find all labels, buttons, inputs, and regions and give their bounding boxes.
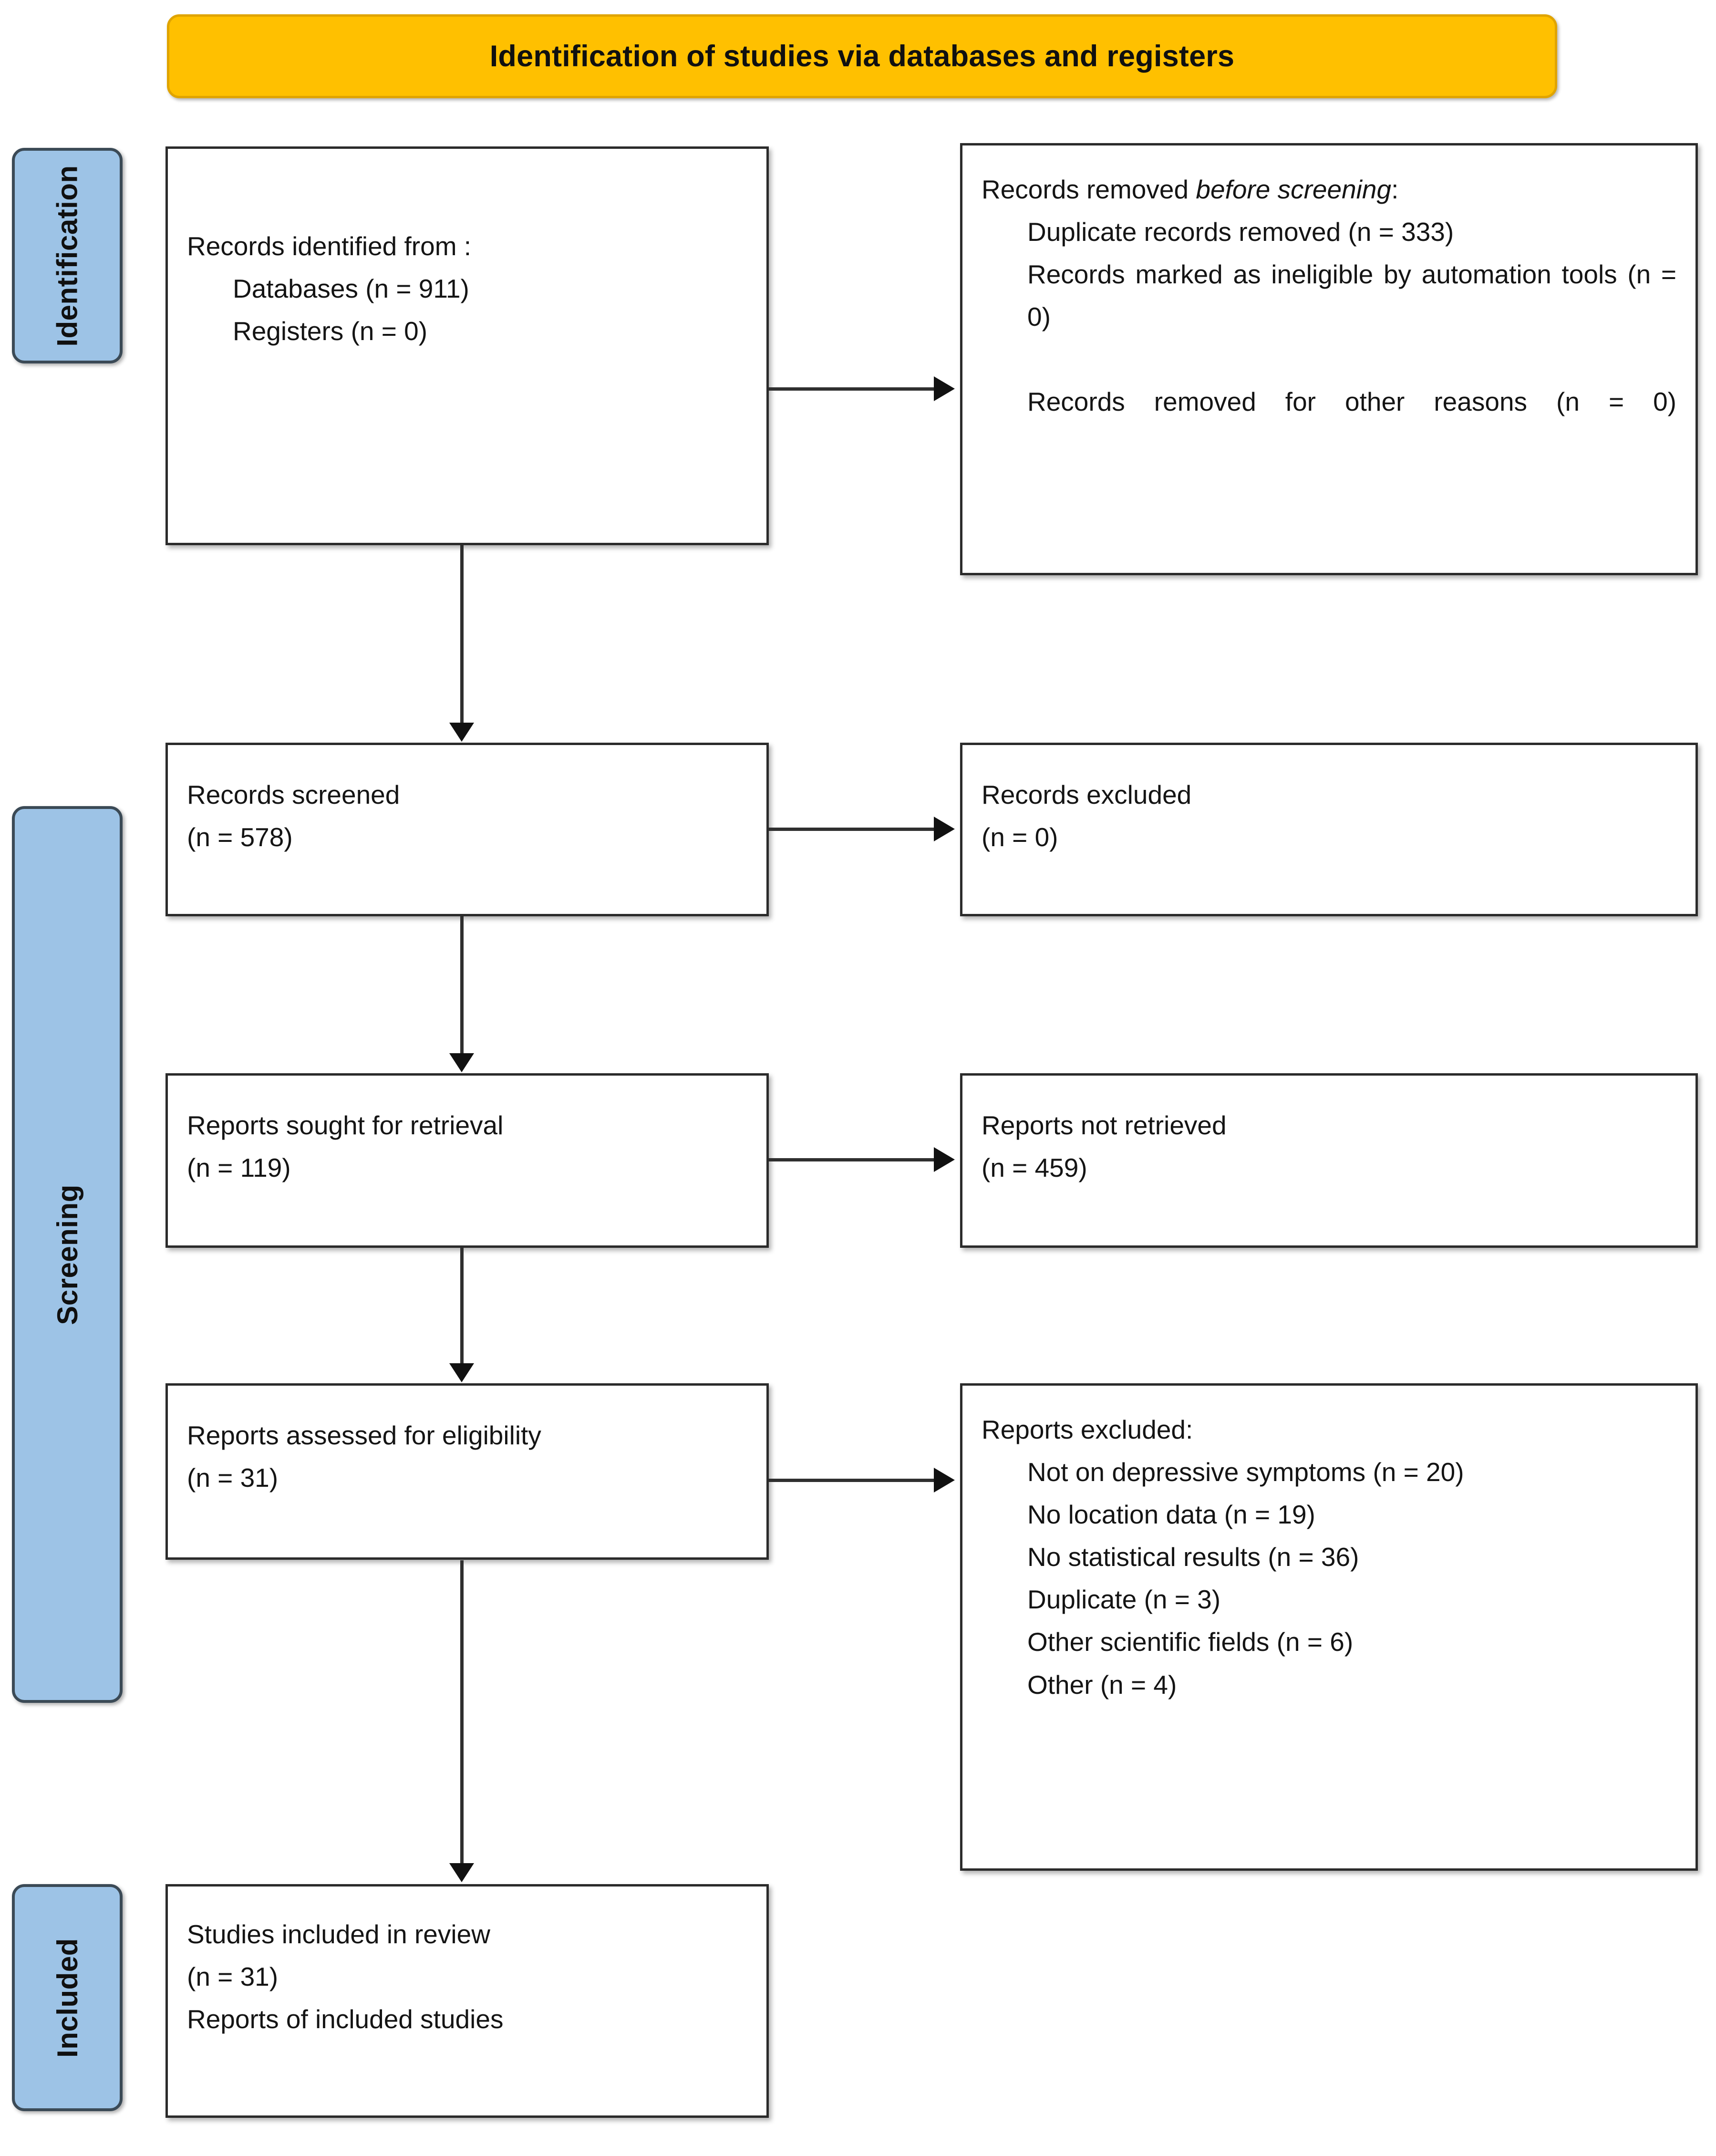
reports-assessed-count: (n = 31) <box>187 1463 279 1493</box>
stage-label-identification: Identification <box>12 148 123 363</box>
reports-sought-heading: Reports sought for retrieval <box>187 1110 504 1140</box>
arrowhead-sought-to-notretrieved <box>934 1147 955 1172</box>
stage-label-identification-text: Identification <box>51 165 83 347</box>
stage-label-included: Included <box>12 1884 123 2111</box>
diagram-header-banner: Identification of studies via databases … <box>167 14 1557 98</box>
arrowhead-screened-to-sought <box>449 1053 474 1072</box>
records-removed-heading-tail: : <box>1391 175 1399 204</box>
banner-title: Identification of studies via databases … <box>489 40 1235 73</box>
connector-identified-to-removed <box>769 387 935 391</box>
records-identified-databases: Databases (n = 911) <box>233 274 469 304</box>
arrowhead-assessed-to-reportsexcluded <box>934 1468 955 1493</box>
reports-excluded-heading: Reports excluded: <box>982 1415 1193 1444</box>
box-reports-assessed-for-eligibility: Reports assessed for eligibility (n = 31… <box>165 1383 769 1560</box>
reports-not-retrieved-count: (n = 459) <box>982 1153 1087 1183</box>
arrowhead-sought-to-assessed <box>449 1363 474 1382</box>
connector-sought-to-notretrieved <box>769 1158 935 1161</box>
records-screened-count: (n = 578) <box>187 822 293 852</box>
box-records-screened: Records screened (n = 578) <box>165 743 769 916</box>
reports-excluded-reason-no-location: No location data (n = 19) <box>1027 1500 1315 1530</box>
connector-screened-to-sought <box>460 916 464 1055</box>
stage-label-screening: Screening <box>12 806 123 1703</box>
records-identified-registers: Registers (n = 0) <box>233 316 428 346</box>
reports-excluded-reason-other-fields: Other scientific fields (n = 6) <box>1027 1627 1354 1657</box>
connector-screened-to-excluded <box>769 828 935 831</box>
box-reports-sought-for-retrieval: Reports sought for retrieval (n = 119) <box>165 1073 769 1248</box>
records-removed-other-reasons: Records removed for other reasons (n = 0… <box>1027 387 1676 417</box>
records-removed-heading-italic: before screening <box>1196 175 1392 204</box>
reports-assessed-heading: Reports assessed for eligibility <box>187 1420 541 1450</box>
box-records-identified: Records identified from : Databases (n =… <box>165 146 769 545</box>
connector-assessed-to-reportsexcluded <box>769 1479 935 1482</box>
reports-excluded-reason-duplicate: Duplicate (n = 3) <box>1027 1585 1221 1615</box>
studies-included-reports-line: Reports of included studies <box>187 2004 504 2034</box>
records-excluded-heading: Records excluded <box>982 780 1192 809</box>
records-removed-duplicates: Duplicate records removed (n = 333) <box>1027 217 1454 247</box>
records-screened-heading: Records screened <box>187 780 400 809</box>
records-excluded-count: (n = 0) <box>982 822 1058 852</box>
box-reports-not-retrieved: Reports not retrieved (n = 459) <box>960 1073 1698 1248</box>
stage-label-included-text: Included <box>51 1938 83 2058</box>
box-records-removed-before-screening: Records removed before screening: Duplic… <box>960 143 1698 575</box>
reports-excluded-reason-other: Other (n = 4) <box>1027 1669 1177 1700</box>
reports-excluded-reason-not-depressive: Not on depressive symptoms (n = 20) <box>1027 1457 1464 1487</box>
arrowhead-assessed-to-included <box>449 1863 474 1882</box>
studies-included-count: (n = 31) <box>187 1962 279 1992</box>
connector-identified-to-screened <box>460 545 464 725</box>
records-identified-heading: Records identified from : <box>187 231 472 261</box>
stage-label-screening-text: Screening <box>51 1184 83 1325</box>
records-removed-heading: Records removed before screening: <box>982 168 1676 211</box>
records-removed-ineligible-automation: Records marked as ineligible by automati… <box>1027 259 1676 332</box>
box-reports-excluded: Reports excluded: Not on depressive symp… <box>960 1383 1698 1871</box>
reports-excluded-reason-no-stats: No statistical results (n = 36) <box>1027 1542 1359 1572</box>
arrowhead-screened-to-excluded <box>934 817 955 841</box>
reports-not-retrieved-heading: Reports not retrieved <box>982 1110 1227 1140</box>
studies-included-heading: Studies included in review <box>187 1919 490 1949</box>
box-studies-included-in-review: Studies included in review (n = 31) Repo… <box>165 1884 769 2118</box>
records-removed-heading-main: Records removed <box>982 175 1196 204</box>
arrowhead-identified-to-screened <box>449 723 474 742</box>
box-records-excluded: Records excluded (n = 0) <box>960 743 1698 916</box>
arrowhead-identified-to-removed <box>934 376 955 401</box>
reports-sought-count: (n = 119) <box>187 1153 291 1183</box>
connector-assessed-to-included <box>460 1560 464 1865</box>
connector-sought-to-assessed <box>460 1248 464 1365</box>
